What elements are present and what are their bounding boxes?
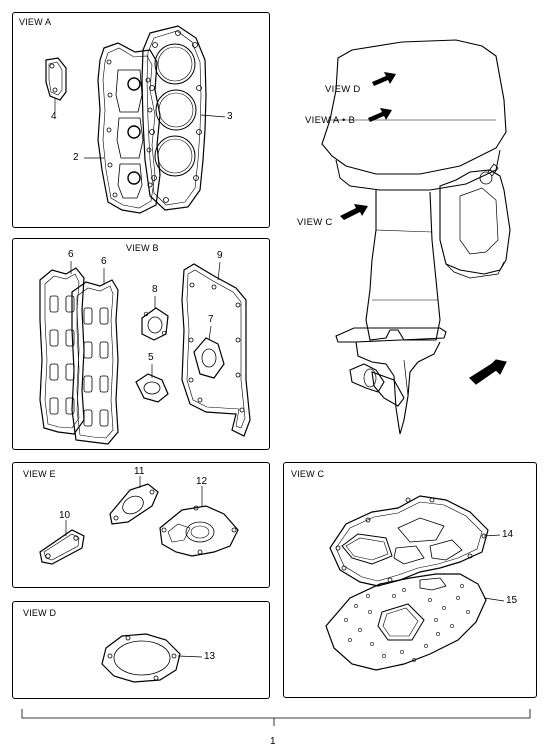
view-d-title: VIEW D: [23, 608, 57, 618]
part-number-1: 1: [270, 736, 276, 747]
exhaust-gasket-6a: [40, 268, 84, 434]
part-number-11: 11: [134, 466, 145, 477]
part-number-5: 5: [148, 352, 154, 363]
part-number-6a: 6: [68, 249, 74, 260]
small-gasket-4: [46, 58, 66, 100]
gasket-11: [110, 484, 158, 524]
engine-view-c-label: VIEW C: [297, 217, 333, 228]
panel-view-a: VIEW A: [12, 12, 270, 228]
gasket-7: [194, 338, 224, 378]
part-number-6b: 6: [101, 256, 107, 267]
engine-view-d-label: VIEW D: [325, 84, 361, 95]
cylinder-head-gasket: [142, 26, 206, 210]
gasket-5: [136, 374, 168, 402]
gasket-12: [160, 506, 238, 556]
panel-view-e: VIEW E: [12, 462, 270, 588]
gasket-8: [142, 308, 168, 340]
view-e-title: VIEW E: [23, 469, 56, 479]
gasket-15: [326, 574, 486, 670]
view-c-title: VIEW C: [291, 469, 325, 479]
view-d-arrow: [372, 72, 396, 86]
panel-view-c: VIEW C: [283, 462, 537, 698]
part-number-8: 8: [152, 284, 158, 295]
part-number-9: 9: [217, 250, 223, 261]
view-a-title: VIEW A: [19, 17, 52, 27]
part-number-13: 13: [204, 651, 216, 662]
gasket-10: [40, 530, 84, 564]
panel-view-d: VIEW D: [12, 601, 270, 699]
exhaust-gasket-6b: [72, 280, 118, 444]
gasket-14: [330, 496, 488, 586]
part-number-2: 2: [73, 152, 79, 163]
gasket-9: [182, 264, 250, 436]
part-number-14: 14: [502, 529, 514, 540]
gasket-13: [102, 634, 180, 682]
part-number-10: 10: [59, 510, 71, 521]
view-b-title: VIEW B: [126, 243, 159, 253]
part-number-15: 15: [506, 595, 518, 606]
part-number-12: 12: [196, 476, 208, 487]
bottom-bracket: [22, 709, 530, 726]
engine-view-ab-label: VIEW A • B: [305, 115, 356, 126]
part-number-7: 7: [208, 314, 214, 325]
part-number-3: 3: [227, 111, 233, 122]
part-number-4: 4: [51, 111, 57, 122]
panel-view-b: VIEW B: [12, 238, 270, 450]
outboard-motor: [322, 40, 510, 434]
view-c-arrow: [340, 204, 368, 220]
head-cover-gasket: [98, 43, 160, 213]
view-ab-arrow: [368, 108, 392, 122]
